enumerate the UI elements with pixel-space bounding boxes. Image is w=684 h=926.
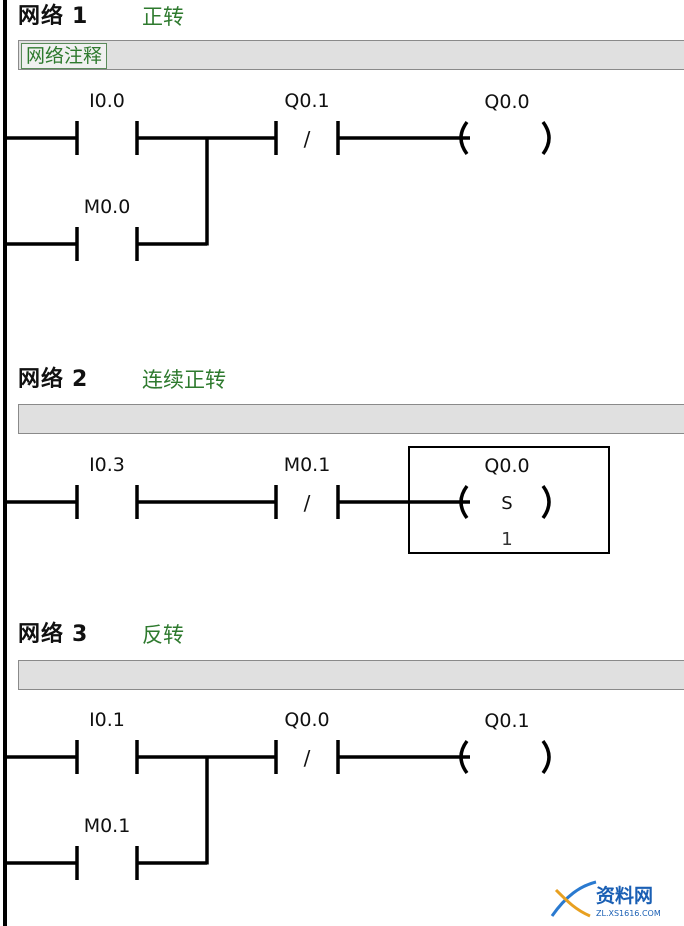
network-2-coil-count: 1 [501,529,512,550]
network-3-label: 网络 [18,622,65,647]
network-1-coil-address: Q0.0 [484,91,529,113]
network-3-coil-left-arc [459,739,469,775]
network-3-number: 3 [72,622,89,647]
watermark-swoosh [550,880,597,917]
network-2-number: 2 [72,367,89,392]
network-2-contact-1-address: I0.3 [89,454,125,476]
watermark-url: ZL.XS1616.COM [596,909,661,918]
network-1-description: 正转 [142,5,184,29]
network-3-contact-2-address: Q0.0 [284,709,329,731]
network-1-coil-left-arc [459,120,469,156]
network-2-contact-2-nc-slash: / [304,491,311,515]
network-1-branch-contact-address: M0.0 [84,196,131,218]
network-3-title[interactable]: 网络 3 [18,620,88,650]
network-2-set-box [408,446,610,554]
network-2-coil-address: Q0.0 [484,455,529,477]
watermark-logo: 资料网 ZL.XS1616.COM [550,880,661,918]
network-1-number: 1 [72,4,89,29]
network-2-contact-2-address: M0.1 [284,454,331,476]
network-1-contact-1-address: I0.0 [89,90,125,112]
network-3-comment-bar[interactable] [18,660,684,690]
network-1-title[interactable]: 网络 1 [18,2,88,32]
network-3-contact-2-nc-slash: / [304,746,311,770]
network-1-contact-2-address: Q0.1 [284,90,329,112]
network-1-coil-right-arc [541,120,551,156]
network-2-coil-right-arc [541,484,551,520]
network-2-label: 网络 [18,367,65,392]
watermark-brand: 资料网 [596,884,653,907]
network-2-coil-left-arc [459,484,469,520]
network-2-title[interactable]: 网络 2 [18,365,88,395]
network-1-label: 网络 [18,4,65,29]
network-3-contact-1-address: I0.1 [89,709,125,731]
network-1-contact-2-nc-slash: / [304,127,311,151]
network-3-branch-contact-address: M0.1 [84,815,131,837]
network-1-comment-bar[interactable]: 网络注释 [18,40,684,70]
network-3-coil-right-arc [541,739,551,775]
network-2-description: 连续正转 [142,368,226,392]
network-2-coil-instruction: S [501,493,512,514]
network-3-description: 反转 [142,623,184,647]
network-2-comment-bar[interactable] [18,404,684,434]
network-3-coil-address: Q0.1 [484,710,529,732]
network-1-comment-text: 网络注释 [21,43,108,69]
watermark-accent [554,888,591,918]
